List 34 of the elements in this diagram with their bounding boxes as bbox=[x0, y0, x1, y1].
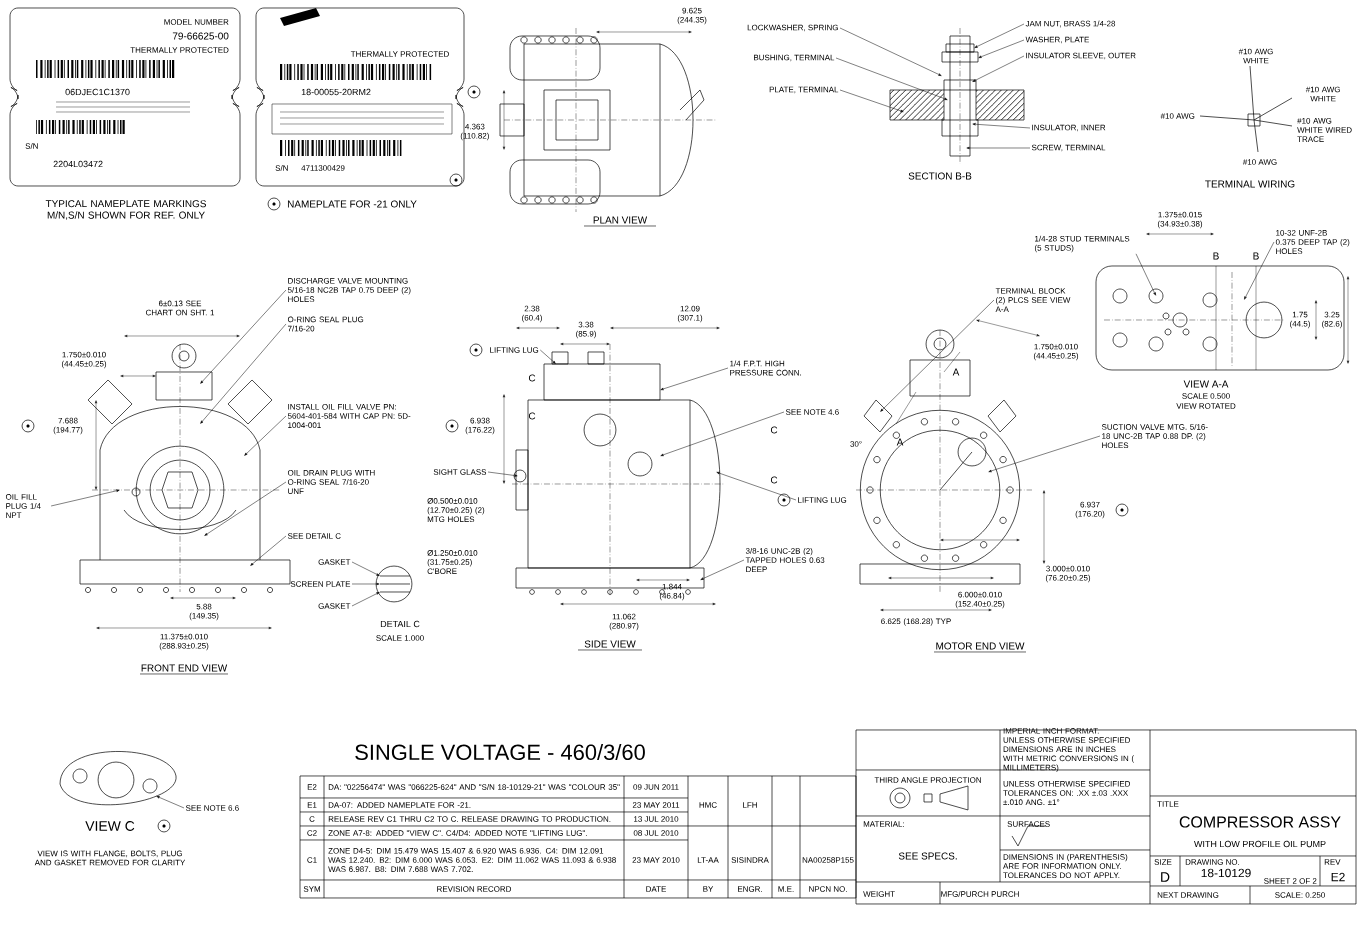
leader-line bbox=[156, 796, 185, 809]
voltage-title: SINGLE VOLTAGE - 460/3/60 bbox=[355, 743, 645, 761]
leader-line bbox=[660, 367, 729, 391]
leader-line bbox=[200, 289, 287, 384]
terminal-section-drawing bbox=[889, 89, 945, 121]
terminal-section-drawing bbox=[941, 27, 1025, 165]
leader-line bbox=[487, 471, 518, 477]
leader-line bbox=[972, 55, 1025, 82]
leader-line bbox=[839, 27, 942, 76]
leader-line bbox=[880, 299, 995, 412]
leader-line bbox=[200, 323, 287, 424]
leader-line bbox=[966, 146, 1031, 150]
leader-line bbox=[839, 89, 904, 112]
leader-line bbox=[978, 39, 1025, 58]
leader-line bbox=[351, 592, 380, 607]
leader-line bbox=[351, 582, 380, 586]
gasket-drawing bbox=[59, 751, 177, 806]
leader-line bbox=[660, 411, 785, 456]
terminal-block-drawing bbox=[1095, 265, 1350, 371]
leader-line bbox=[204, 481, 287, 536]
leader-line bbox=[250, 535, 287, 566]
detail-drawing bbox=[375, 565, 413, 603]
leader-line bbox=[974, 23, 1025, 48]
leader-line bbox=[1244, 241, 1275, 300]
leader-line bbox=[835, 57, 948, 100]
leader-line bbox=[50, 489, 120, 507]
leader-line bbox=[1135, 253, 1156, 296]
leader-line bbox=[351, 561, 380, 576]
leader-line bbox=[540, 349, 556, 364]
leader-line bbox=[244, 415, 287, 456]
leader-line bbox=[972, 123, 1031, 129]
leader-line bbox=[700, 559, 745, 580]
leader-line bbox=[716, 472, 797, 501]
leader-line bbox=[988, 435, 1101, 473]
